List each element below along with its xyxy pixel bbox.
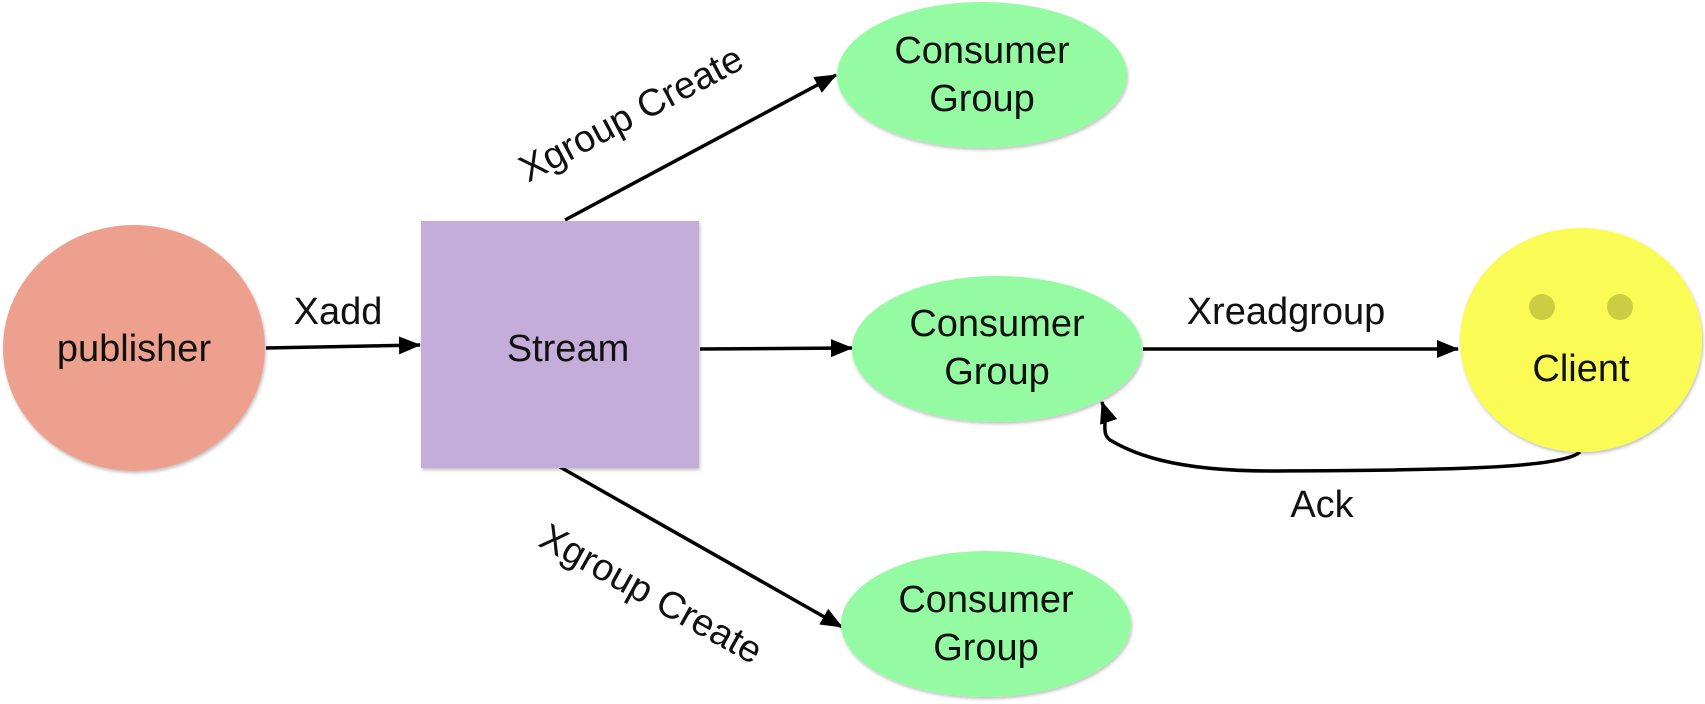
client-label: Client — [1532, 348, 1630, 390]
client-node: Client — [1460, 228, 1702, 452]
consumer-group-middle-shape — [852, 276, 1142, 422]
consumer-group-top-label-line2: Group — [929, 78, 1035, 120]
consumer-group-middle-node: Consumer Group — [852, 276, 1142, 422]
xgroup-create-bottom-arrow — [559, 465, 843, 629]
xreadgroup-label: Xreadgroup — [1187, 291, 1386, 333]
stream-shape — [421, 221, 699, 468]
consumer-group-top-node: Consumer Group — [837, 2, 1127, 148]
client-right-eye-icon — [1607, 294, 1633, 320]
stream-label: Stream — [507, 328, 629, 370]
stream-node: Stream — [421, 221, 699, 468]
ack-label: Ack — [1290, 484, 1354, 526]
consumer-group-bottom-label-line2: Group — [933, 627, 1039, 669]
xgroup-create-top-arrow — [564, 73, 837, 222]
xgroup-create-top-label: Xgroup Create — [512, 38, 750, 191]
consumer-group-bottom-label-line1: Consumer — [898, 579, 1074, 621]
consumer-group-middle-label-line2: Group — [944, 351, 1050, 393]
client-shape — [1460, 228, 1702, 452]
consumer-group-top-shape — [837, 2, 1127, 148]
consumer-group-middle-label-line1: Consumer — [909, 303, 1085, 345]
xadd-label: Xadd — [294, 291, 383, 333]
nodes: publisher Stream Consumer Group Consumer… — [3, 2, 1702, 697]
consumer-group-top-label-line1: Consumer — [894, 30, 1070, 72]
consumer-group-bottom-shape — [841, 551, 1131, 697]
xgroup-create-bottom-label: Xgroup Create — [533, 516, 770, 673]
ack-arrow — [1100, 401, 1582, 473]
publisher-label: publisher — [57, 328, 212, 370]
consumer-group-bottom-node: Consumer Group — [841, 551, 1131, 697]
client-left-eye-icon — [1529, 294, 1555, 320]
publisher-shape — [3, 225, 265, 471]
xadd-arrow — [265, 336, 421, 355]
publisher-node: publisher — [3, 225, 265, 471]
stream-to-middle-group-arrow — [699, 339, 853, 358]
